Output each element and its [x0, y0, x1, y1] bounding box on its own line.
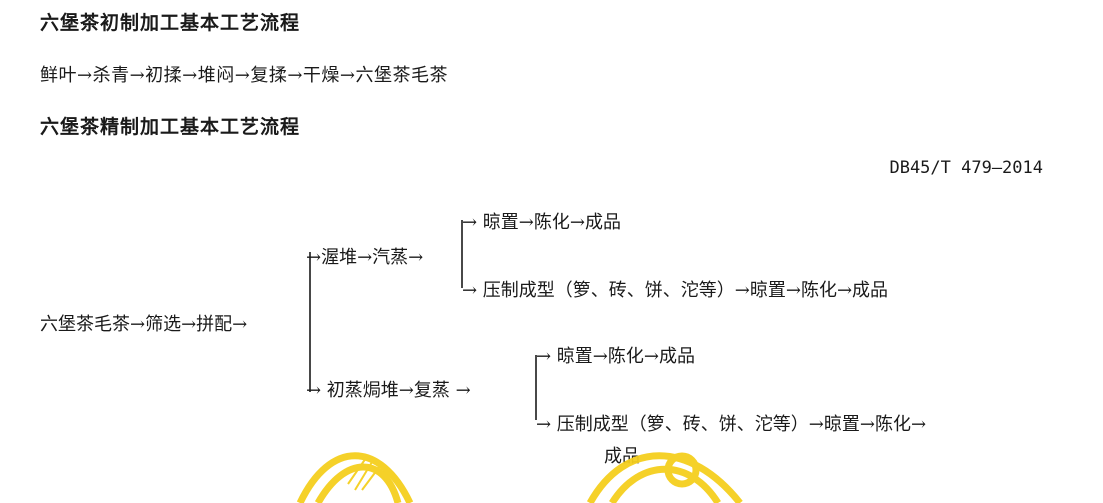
lower-branch-b-text: → 压制成型（箩、砖、饼、沱等）→晾置→陈化→ — [536, 414, 926, 435]
root-text: 六堡茶毛茶→筛选→拼配→ — [40, 314, 247, 335]
upper-branch-b-text: → 压制成型（箩、砖、饼、沱等）→晾置→陈化→成品 — [462, 280, 888, 301]
upper-branch-a-text: → 晾置→陈化→成品 — [462, 212, 621, 233]
watermark-seal — [664, 452, 700, 488]
watermark-arc-left-inner — [314, 463, 402, 503]
lower-route-text: → 初蒸焗堆→复蒸 → — [306, 380, 471, 401]
section-1-title: 六堡茶初制加工基本工艺流程 — [40, 12, 301, 34]
primary-process-flow: 鲜叶→杀青→初揉→堆闷→复揉→干燥→六堡茶毛茶 — [40, 65, 448, 86]
lower-branch-a-text: → 晾置→陈化→成品 — [536, 346, 695, 367]
section-2-title: 六堡茶精制加工基本工艺流程 — [40, 116, 301, 138]
watermark-arc-right-outer — [586, 452, 743, 503]
standard-number: DB45/T 479—2014 — [889, 158, 1043, 178]
watermark-leaf-icon — [347, 457, 381, 491]
watermark-arc-right-inner — [609, 465, 721, 503]
watermark-logo — [296, 452, 743, 503]
watermark-arc-left-outer — [296, 452, 414, 503]
upper-route-text: →渥堆→汽蒸→ — [306, 247, 423, 268]
